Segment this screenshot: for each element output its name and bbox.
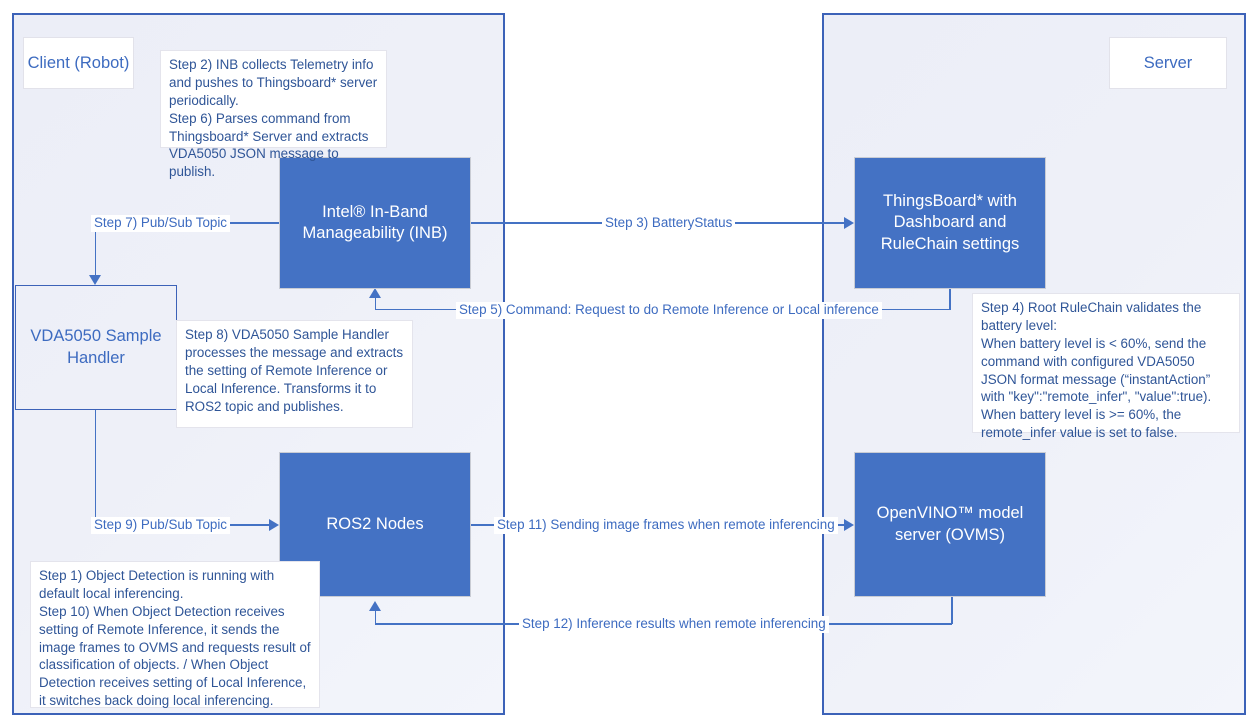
connector-step3-arrowhead [844, 217, 854, 229]
connector-step12-vline [951, 597, 953, 624]
connector-step9-vline [94, 410, 97, 525]
client-zone-label: Client (Robot) [23, 37, 134, 89]
process-box-intel-inb[interactable]: Intel® In-Band Manageability (INB) [279, 157, 471, 289]
process-box-vda5050-sample-handler[interactable]: VDA5050 Sample Handler [15, 285, 177, 410]
connector-step5-vstub [374, 297, 377, 309]
note-step1-step10: Step 1) Object Detection is running with… [30, 561, 320, 708]
process-box-ovms[interactable]: OpenVINO™ model server (OVMS) [854, 452, 1046, 597]
connector-label-step5: Step 5) Command: Request to do Remote In… [456, 302, 882, 319]
connector-label-step11: Step 11) Sending image frames when remot… [494, 517, 838, 534]
connector-step5-arrowhead [369, 288, 381, 298]
process-box-thingsboard[interactable]: ThingsBoard* with Dashboard and RuleChai… [854, 157, 1046, 289]
connector-step12-arrowhead [369, 601, 381, 611]
note-step4: Step 4) Root RuleChain validates the bat… [972, 293, 1240, 440]
connector-label-step7: Step 7) Pub/Sub Topic [91, 215, 231, 232]
server-zone-label: Server [1109, 37, 1227, 89]
connector-step11-arrowhead [844, 519, 854, 531]
connector-label-step9: Step 9) Pub/Sub Topic [91, 517, 231, 534]
connector-step12-vstub [374, 610, 377, 623]
connector-step9-arrowhead [269, 519, 279, 531]
note-step8: Step 8) VDA5050 Sample Handler processes… [176, 320, 413, 428]
connector-step7-vline [94, 222, 97, 278]
connector-label-step12: Step 12) Inference results when remote i… [519, 616, 829, 633]
note-step2-step6: Step 2) INB collects Telemetry info and … [160, 50, 387, 179]
connector-step5-vline [949, 289, 951, 310]
connector-step7-arrowhead [89, 275, 101, 285]
connector-label-step3: Step 3) BatteryStatus [602, 215, 736, 232]
